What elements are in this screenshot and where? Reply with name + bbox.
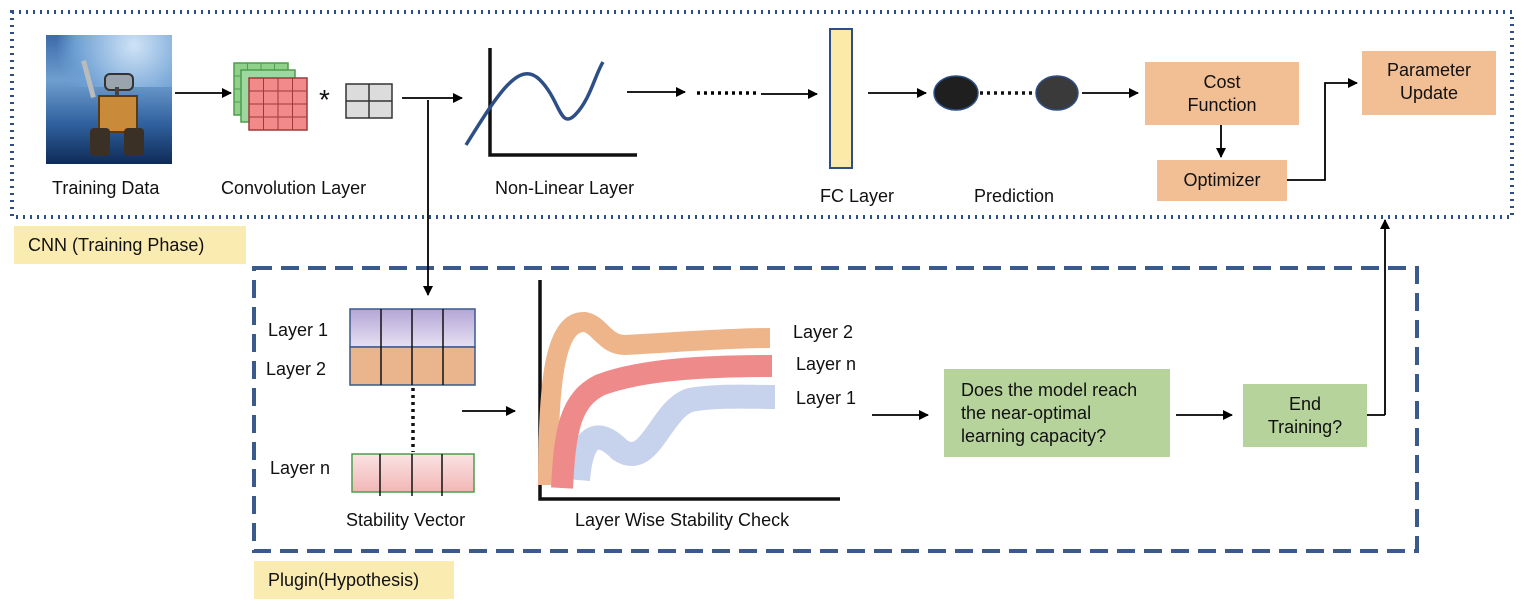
training-data-label: Training Data bbox=[52, 178, 160, 198]
training-phase-border bbox=[10, 10, 1514, 219]
curve-layern-label: Layer n bbox=[796, 354, 857, 374]
optimizer-box: Optimizer bbox=[1157, 160, 1287, 201]
fc-layer-label: FC Layer bbox=[820, 186, 895, 206]
convolution-operator: * bbox=[319, 84, 330, 115]
sigmoid-plot-icon bbox=[464, 48, 637, 157]
curve-layer1-label: Layer 1 bbox=[796, 388, 857, 408]
curve-layer1 bbox=[566, 384, 776, 482]
curve-layer2-label: Layer 2 bbox=[793, 322, 854, 342]
fc-bar-icon bbox=[829, 28, 853, 169]
nonlinear-layer-label: Non-Linear Layer bbox=[495, 178, 635, 198]
capacity-question-box: Does the model reach the near-optimal le… bbox=[944, 369, 1170, 457]
stability-vector-icon bbox=[349, 308, 476, 496]
parameter-update-box: Parameter Update bbox=[1362, 51, 1496, 115]
stability-plot bbox=[538, 280, 840, 501]
plugin-arrows bbox=[462, 406, 1385, 420]
end-training-box: End Training? bbox=[1243, 384, 1367, 447]
training-photo bbox=[46, 35, 172, 164]
convolution-layer-label: Convolution Layer bbox=[221, 178, 367, 198]
prediction-node-icon bbox=[933, 75, 1079, 111]
plugin-tag: Plugin(Hypothesis) bbox=[254, 561, 454, 599]
training-arrows bbox=[175, 78, 1390, 415]
stability-layer2-label: Layer 2 bbox=[266, 359, 327, 379]
plugin-border bbox=[252, 266, 1419, 553]
prediction-label: Prediction bbox=[974, 186, 1055, 206]
kernel-grid-icon bbox=[345, 83, 393, 119]
curve-layer2 bbox=[538, 312, 771, 486]
cost-function-box: Cost Function bbox=[1145, 62, 1299, 125]
training-phase-tag: CNN (Training Phase) bbox=[14, 226, 246, 264]
stability-check-label: Layer Wise Stability Check bbox=[575, 510, 790, 530]
stability-layer1-label: Layer 1 bbox=[268, 320, 329, 340]
stability-layern-label: Layer n bbox=[270, 458, 331, 478]
stability-vector-label: Stability Vector bbox=[346, 510, 466, 530]
convolution-stack-icon bbox=[233, 62, 308, 131]
curve-layern bbox=[551, 355, 773, 489]
